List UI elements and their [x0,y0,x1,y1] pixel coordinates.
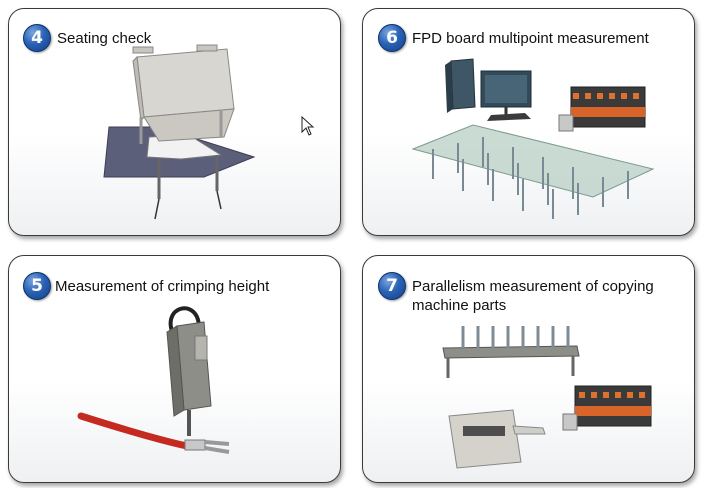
crimping-height-illustration [77,306,230,454]
step-number-badge: 4 [23,24,51,52]
fpd-board-illustration [411,58,655,219]
panel-title: Seating check [57,30,152,47]
panel-seating-check: 4 Seating check [8,8,341,236]
sensor-controller-modules [558,86,646,132]
step-number-badge: 7 [378,272,406,300]
step-number-badge: 6 [378,24,406,52]
step-number-badge: 5 [23,272,51,300]
parallelism-illustration [442,326,652,469]
mouse-pointer-icon [301,116,315,136]
panel-title: FPD board multipoint measurement [412,30,649,47]
panel-fpd-board-measurement: 6 FPD board multipoint measurement [362,8,695,236]
sensor-controller-modules [562,385,652,431]
seating-check-illustration [103,44,256,220]
panel-title: Parallelism measurement of copying machi… [412,278,654,314]
panel-title: Measurement of crimping height [55,278,270,295]
panel-parallelism-measurement: 7 Parallelism measurement of copying mac… [362,255,695,483]
panel-crimping-height: 5 Measurement of crimping height [8,255,341,483]
